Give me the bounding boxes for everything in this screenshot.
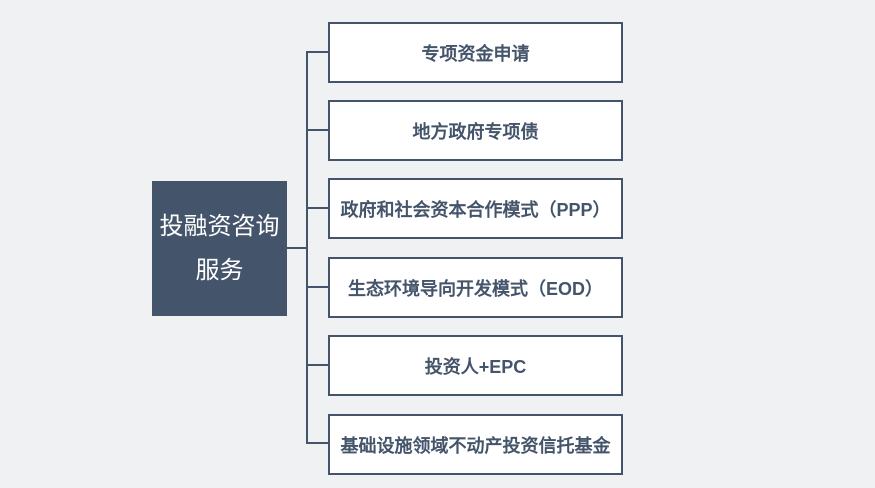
branch-node-ppp-model: 政府和社会资本合作模式（PPP） — [328, 178, 623, 239]
branch-node-label: 基础设施领域不动产投资信托基金 — [340, 435, 611, 456]
branch-connector-line — [306, 364, 328, 366]
branch-connector-line — [306, 286, 328, 288]
branch-node-label: 地方政府专项债 — [412, 121, 539, 142]
branch-node-investor-plus-epc: 投资人+EPC — [328, 335, 623, 396]
root-connector-line — [287, 247, 306, 249]
branch-node-special-fund-application: 专项资金申请 — [328, 22, 623, 83]
branch-connector-line — [306, 129, 328, 131]
root-node-label: 投融资咨询服务 — [159, 212, 280, 284]
branch-node-local-government-special-bonds: 地方政府专项债 — [328, 100, 623, 161]
branch-node-label: 生态环境导向开发模式（EOD） — [347, 278, 603, 299]
branch-node-eod-model: 生态环境导向开发模式（EOD） — [328, 257, 623, 318]
branch-connector-line — [306, 207, 328, 209]
branch-node-label: 专项资金申请 — [421, 43, 530, 64]
branch-node-label: 投资人+EPC — [424, 356, 527, 377]
trunk-connector-line — [306, 51, 308, 444]
branch-node-infrastructure-reits: 基础设施领域不动产投资信托基金 — [328, 414, 623, 475]
branch-connector-line — [306, 442, 328, 444]
branch-node-label: 政府和社会资本合作模式（PPP） — [340, 199, 611, 220]
root-node-investment-financing-consulting: 投融资咨询服务 — [152, 181, 287, 316]
branch-connector-line — [306, 51, 328, 53]
